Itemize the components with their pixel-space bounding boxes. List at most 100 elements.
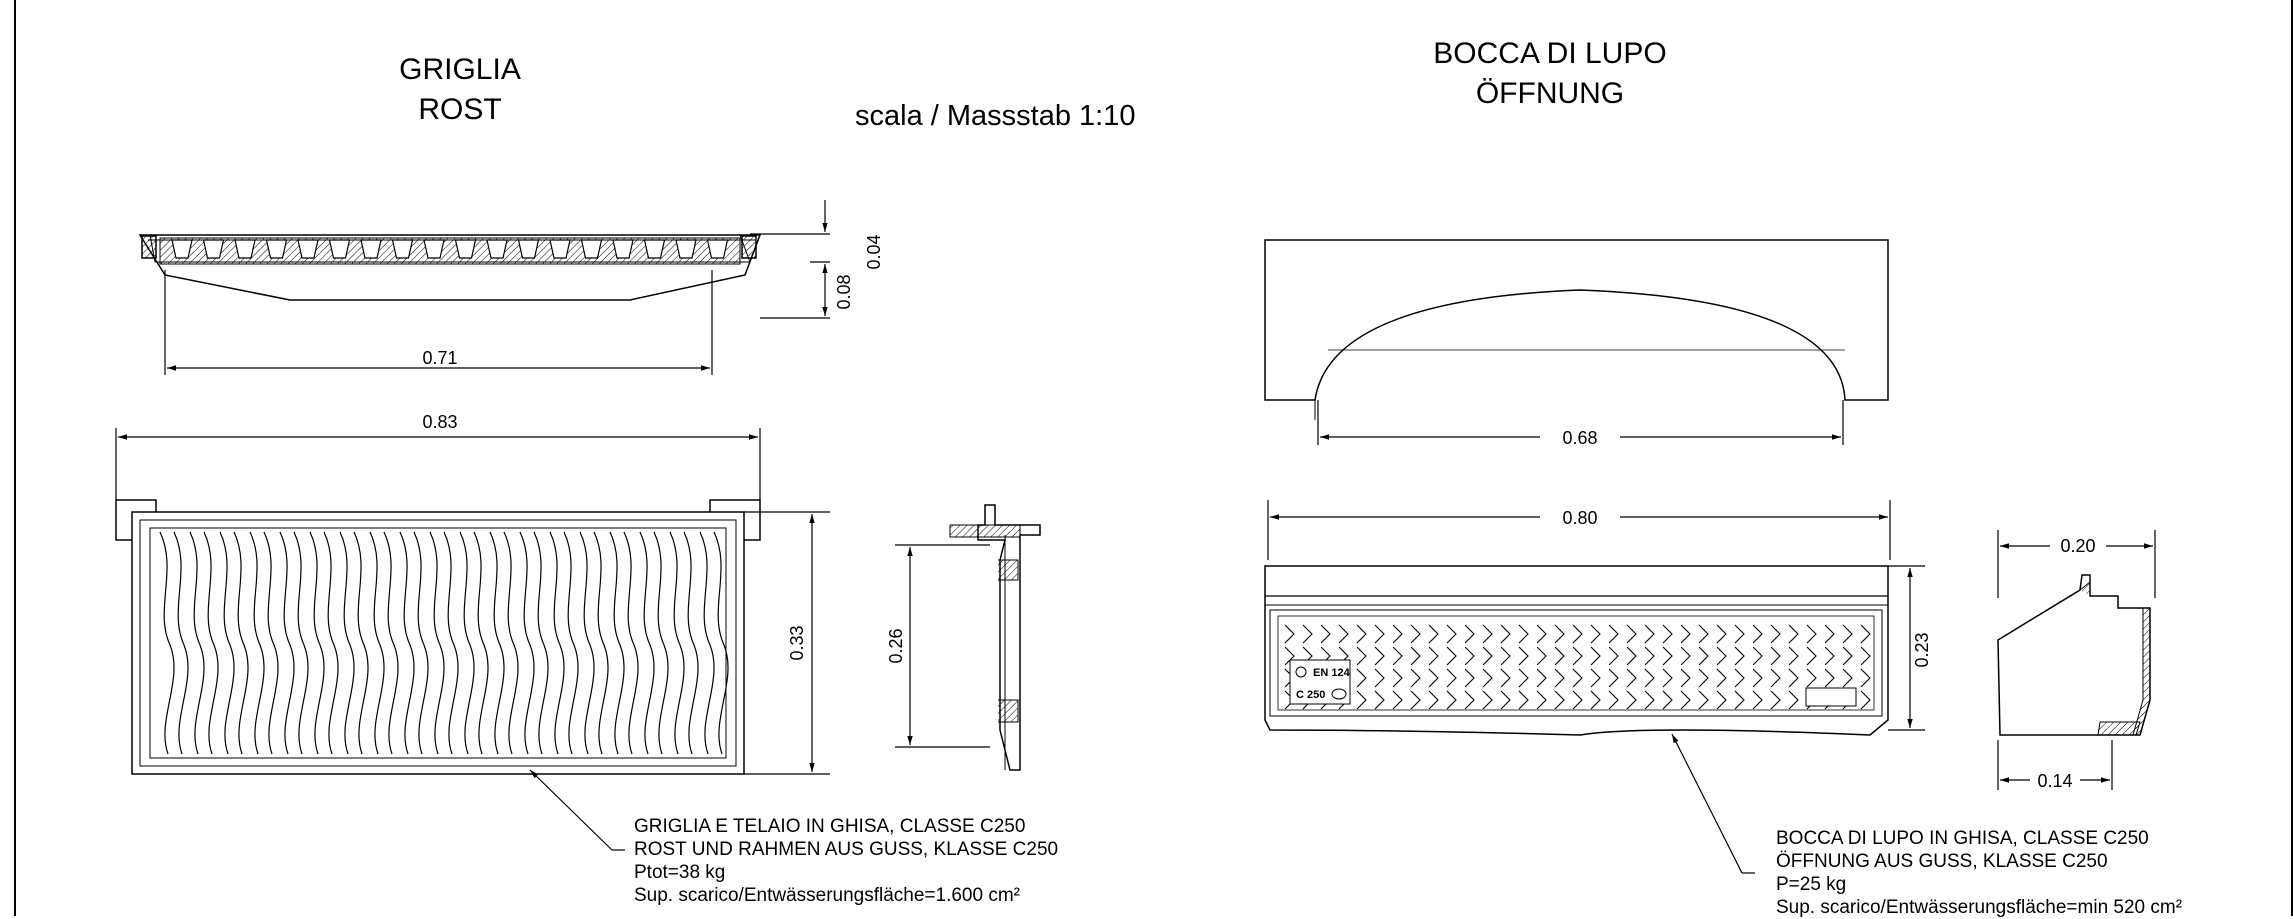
grate-title: GRIGLIA ROST [340,50,580,130]
chevron-row [1284,646,1871,666]
grate-slot [360,239,382,259]
wavy-bar [309,531,325,755]
dim-outer-length: 0.83 [422,412,457,432]
wavy-bar [609,531,625,755]
wavy-bar [669,531,685,755]
dim-plan-length: 0.80 [1562,508,1597,528]
wavy-bar [249,531,265,755]
wavy-bar-edge [503,531,519,755]
dim-frame-height: 0.08 [834,274,854,309]
grate-slot [202,239,225,259]
grate-slot [423,239,445,259]
wavy-bar [699,531,715,755]
wavy-bar-edge [383,531,399,755]
opening-title-line1: BOCCA DI LUPO [1433,37,1667,70]
dim-section-top: 0.20 [2060,536,2095,556]
grate-outer-length-dimension [115,428,761,500]
wavy-bar-edge [293,531,309,755]
grate-slot [486,239,508,259]
grate-slot [171,239,193,259]
grate-note-leader [529,769,625,851]
wavy-bar-edge [323,531,339,755]
grate-inner-length-dimension [164,270,713,375]
wavy-bar-edge [173,531,189,755]
wavy-bar-edge [203,531,219,755]
grate-wavy-bars [159,531,729,755]
opening-plan-view [1264,565,1889,736]
grate-slot [706,239,729,259]
opening-title-line2: ÖFFNUNG [1475,77,1625,110]
grate-plan-width-dimension [744,511,830,775]
wavy-bar [159,531,175,755]
dim-plan-height: 0.23 [1912,632,1932,667]
grate-slot [549,239,571,259]
grate-note-line: Sup. scarico/Entwässerungsfläche=1.600 c… [634,885,1021,906]
wavy-bar-edge [413,531,429,755]
opening-note-line: ÖFFNUNG AUS GUSS, KLASSE C250 [1776,851,2108,872]
wavy-bar-edge [353,531,369,755]
opening-plan-height-dimension [1888,565,1925,731]
grate-slot [517,239,540,259]
grate-plan-view [115,499,761,775]
grate-bars-section [159,237,741,265]
plate-text-c250: C 250 [1296,689,1325,701]
manufacturer-logo-icon [1295,666,1307,678]
section-width-dimension [895,544,990,748]
wavy-bar-edge [443,531,459,755]
dim-top-thickness: 0.04 [864,234,884,269]
grate-side-view [138,234,762,301]
plate-text-en124: EN 124 [1313,667,1351,679]
wavy-bar [429,531,445,755]
dim-section-width: 0.26 [886,628,906,663]
grate-note-line: ROST UND RAHMEN AUS GUSS, KLASSE C250 [634,839,1059,860]
grate-slot [643,239,666,259]
wavy-bar [369,531,385,755]
wavy-bar [459,531,475,755]
opening-note-line: P=25 kg [1776,874,1847,895]
grate-slot [234,239,256,259]
opening-note-line: BOCCA DI LUPO IN GHISA, CLASSE C250 [1776,828,2149,849]
wavy-bar [519,531,535,755]
dim-section-bottom: 0.14 [2037,771,2072,791]
wavy-bar-edge [683,531,699,755]
opening-note: BOCCA DI LUPO IN GHISA, CLASSE C250 ÖFFN… [1776,827,2182,919]
grate-slot [454,239,477,259]
wavy-bar-edge [233,531,249,755]
wavy-bar [549,531,565,755]
sheet-border-left [14,0,16,916]
wavy-bar-edge [533,531,549,755]
grate-slot [675,239,697,259]
grate-note: GRIGLIA E TELAIO IN GHISA, CLASSE C250 R… [634,815,1058,907]
wavy-bar-edge [713,531,729,755]
opening-note-leader [1671,733,1755,874]
grate-title-line2: ROST [418,93,502,126]
grate-thickness-dimension [750,200,830,319]
grate-title-line1: GRIGLIA [399,53,521,86]
dim-inner-length: 0.71 [422,348,457,368]
wavy-bar-edge [473,531,489,755]
wavy-bar [219,531,235,755]
grate-slot [328,239,351,259]
dim-plan-width: 0.33 [787,625,807,660]
opening-title: BOCCA DI LUPO ÖFFNUNG [1400,34,1700,114]
wavy-bar [279,531,295,755]
grate-note-line: GRIGLIA E TELAIO IN GHISA, CLASSE C250 [634,816,1026,837]
wavy-bar [339,531,355,755]
wavy-bar [639,531,655,755]
wavy-bar [579,531,595,755]
grate-slot [265,239,288,259]
opening-note-line: Sup. scarico/Entwässerungsfläche=min 520… [1776,897,2183,918]
wavy-bar-edge [593,531,609,755]
grate-cross-section [949,504,1041,771]
wavy-bar [489,531,505,755]
opening-front-view [1264,239,1889,420]
wavy-bar [189,531,205,755]
sheet-border-right [2291,0,2293,916]
dim-front-length: 0.68 [1562,428,1597,448]
wavy-bar-edge [263,531,279,755]
chevron-row [1284,624,1871,644]
grate-note-line: Ptot=38 kg [634,862,726,883]
wavy-bar-edge [623,531,639,755]
wavy-bar [399,531,415,755]
